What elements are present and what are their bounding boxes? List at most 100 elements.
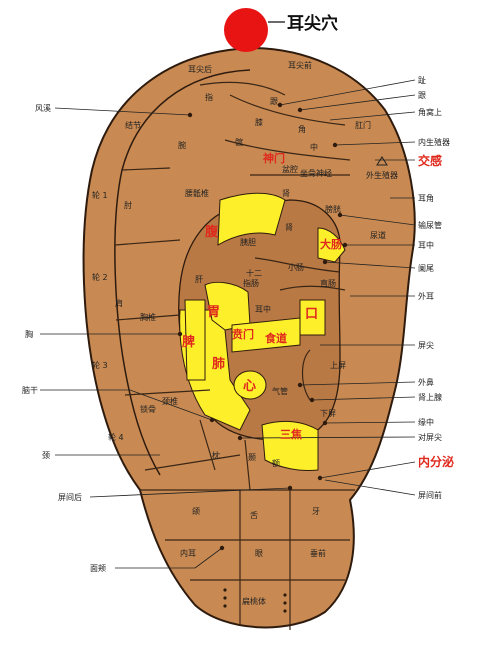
zone-neier: 内耳 — [180, 548, 196, 558]
zone-he: 颌 — [192, 506, 200, 516]
zone-xin: 心 — [243, 379, 256, 394]
label-pingjianhou: 屏间后 — [58, 492, 82, 502]
zone-lun4: 轮 4 — [108, 432, 124, 442]
leader-line — [279, 79, 416, 106]
seg-line — [199, 81, 286, 96]
label-duipingjian: 对屏尖 — [418, 432, 442, 442]
zone-xi: 膝 — [255, 117, 263, 127]
label-pingjian: 屏尖 — [418, 340, 434, 350]
leader-line — [311, 396, 416, 401]
zone-xiaping: 下屏 — [320, 409, 336, 418]
zone-ya: 牙 — [312, 507, 320, 516]
leader-line — [329, 111, 416, 121]
zone-shangping: 上屏 — [330, 361, 346, 370]
zone-zhichang: 直肠 — [320, 278, 336, 288]
label-jiaowoshang: 角窝上 — [418, 107, 442, 117]
tragus-line — [301, 349, 311, 401]
label-naogan: 脑干 — [22, 385, 38, 395]
label-waibi: 外鼻 — [418, 377, 434, 387]
leader-line — [129, 389, 213, 421]
zone-gangmen: 肛门 — [355, 120, 371, 130]
acupoint-dots — [177, 102, 348, 613]
zone-zhong: 中 — [310, 142, 318, 152]
ear-apex-title: 耳尖穴 — [287, 13, 338, 34]
zone-fu-abdomen — [217, 192, 286, 246]
zone-qiguan: 气管 — [272, 386, 288, 396]
label-pingjianqian: 屏间前 — [418, 490, 442, 500]
label-erjiao: 耳角 — [418, 193, 434, 203]
seg-line — [144, 454, 241, 471]
leader-line — [324, 479, 416, 496]
seg-line — [224, 139, 351, 161]
zone-nie: 颞 — [248, 453, 256, 462]
label-neifenmi: 内分泌 — [418, 454, 454, 469]
ear-apex-point-marker — [224, 8, 268, 52]
helix-inner-rim — [114, 69, 251, 476]
leader-line — [54, 107, 191, 116]
zone-sanjiao — [261, 420, 319, 471]
zone-jinggu: 锁骨 — [140, 404, 156, 414]
leader-line — [334, 141, 416, 146]
label-zhi-toe: 趾 — [418, 76, 426, 85]
zone-xin — [233, 370, 267, 400]
zone-shidao: 食道 — [265, 331, 287, 345]
leader-line — [299, 381, 416, 386]
zone-e: 额 — [272, 458, 280, 468]
zone-pi: 脾 — [182, 334, 195, 350]
zone-xiongzhui: 胸椎 — [140, 312, 156, 322]
zone-shenmen: 神门 — [263, 151, 285, 165]
seg-line — [124, 389, 211, 396]
zone-niaodao: 尿道 — [370, 230, 386, 240]
label-jiaogan: 交感 — [418, 153, 442, 168]
zone-jingzhui: 颈椎 — [162, 396, 178, 406]
zone-bemen-shidao — [231, 317, 301, 353]
seg-line — [279, 285, 346, 291]
zone-zhen: 枕 — [212, 450, 220, 460]
seg-line — [121, 167, 171, 171]
zone-shier: 十二 — [246, 268, 262, 278]
zone-zhou: 肘 — [124, 201, 132, 210]
zone-top-left: 耳尖后 — [188, 64, 212, 74]
seg-line — [115, 314, 181, 321]
zone-wan: 腕 — [178, 140, 186, 150]
label-lanwei: 阑尾 — [418, 263, 434, 273]
zone-top-right: 耳尖前 — [288, 60, 312, 70]
zone-lun2: 轮 2 — [92, 272, 108, 282]
label-fengxi: 风溪 — [35, 103, 51, 113]
zone-dachang: 大肠 — [320, 237, 342, 251]
zone-jiao: 角 — [298, 124, 306, 134]
triangle-marker — [376, 156, 388, 166]
zone-chuihou: 垂前 — [310, 548, 326, 558]
zone-gen: 跟 — [270, 97, 278, 106]
leader-line — [194, 547, 223, 569]
zone-waishengzhiqi: 外生殖器 — [366, 170, 398, 180]
zone-gan: 肝 — [195, 275, 203, 284]
label-gen: 跟 — [418, 91, 426, 100]
label-neishengzhiqi: 内生殖器 — [418, 137, 450, 147]
zone-shen2: 肾 — [285, 223, 293, 232]
zone-yaodizhui: 腰骶椎 — [185, 188, 209, 198]
label-waier: 外耳 — [418, 291, 434, 301]
leader-line — [339, 214, 416, 226]
label-shuniaoguan: 输尿管 — [418, 220, 442, 230]
seg-line — [244, 439, 251, 491]
zone-wei: 胃 — [207, 305, 220, 320]
zone-she: 舌 — [250, 510, 258, 520]
seg-line — [254, 257, 341, 273]
zone-lun3: 轮 3 — [92, 360, 108, 370]
zone-biantaoti: 扁桃体 — [242, 596, 266, 606]
label-erzhong: 耳中 — [418, 240, 434, 250]
zone-pangguang: 膀胱 — [325, 204, 341, 214]
leader-line — [89, 487, 291, 498]
leader-line — [324, 261, 416, 269]
zone-shier2: 指肠 — [243, 278, 259, 288]
label-yuanzhong: 缘中 — [418, 417, 434, 427]
zone-fu: 腹 — [205, 224, 219, 240]
zone-erzhong: 耳中 — [255, 304, 271, 314]
label-xiong: 胸 — [25, 329, 33, 339]
zone-yan: 眼 — [255, 549, 263, 558]
zone-sanjiao: 三焦 — [280, 427, 302, 441]
leader-line — [324, 421, 416, 424]
